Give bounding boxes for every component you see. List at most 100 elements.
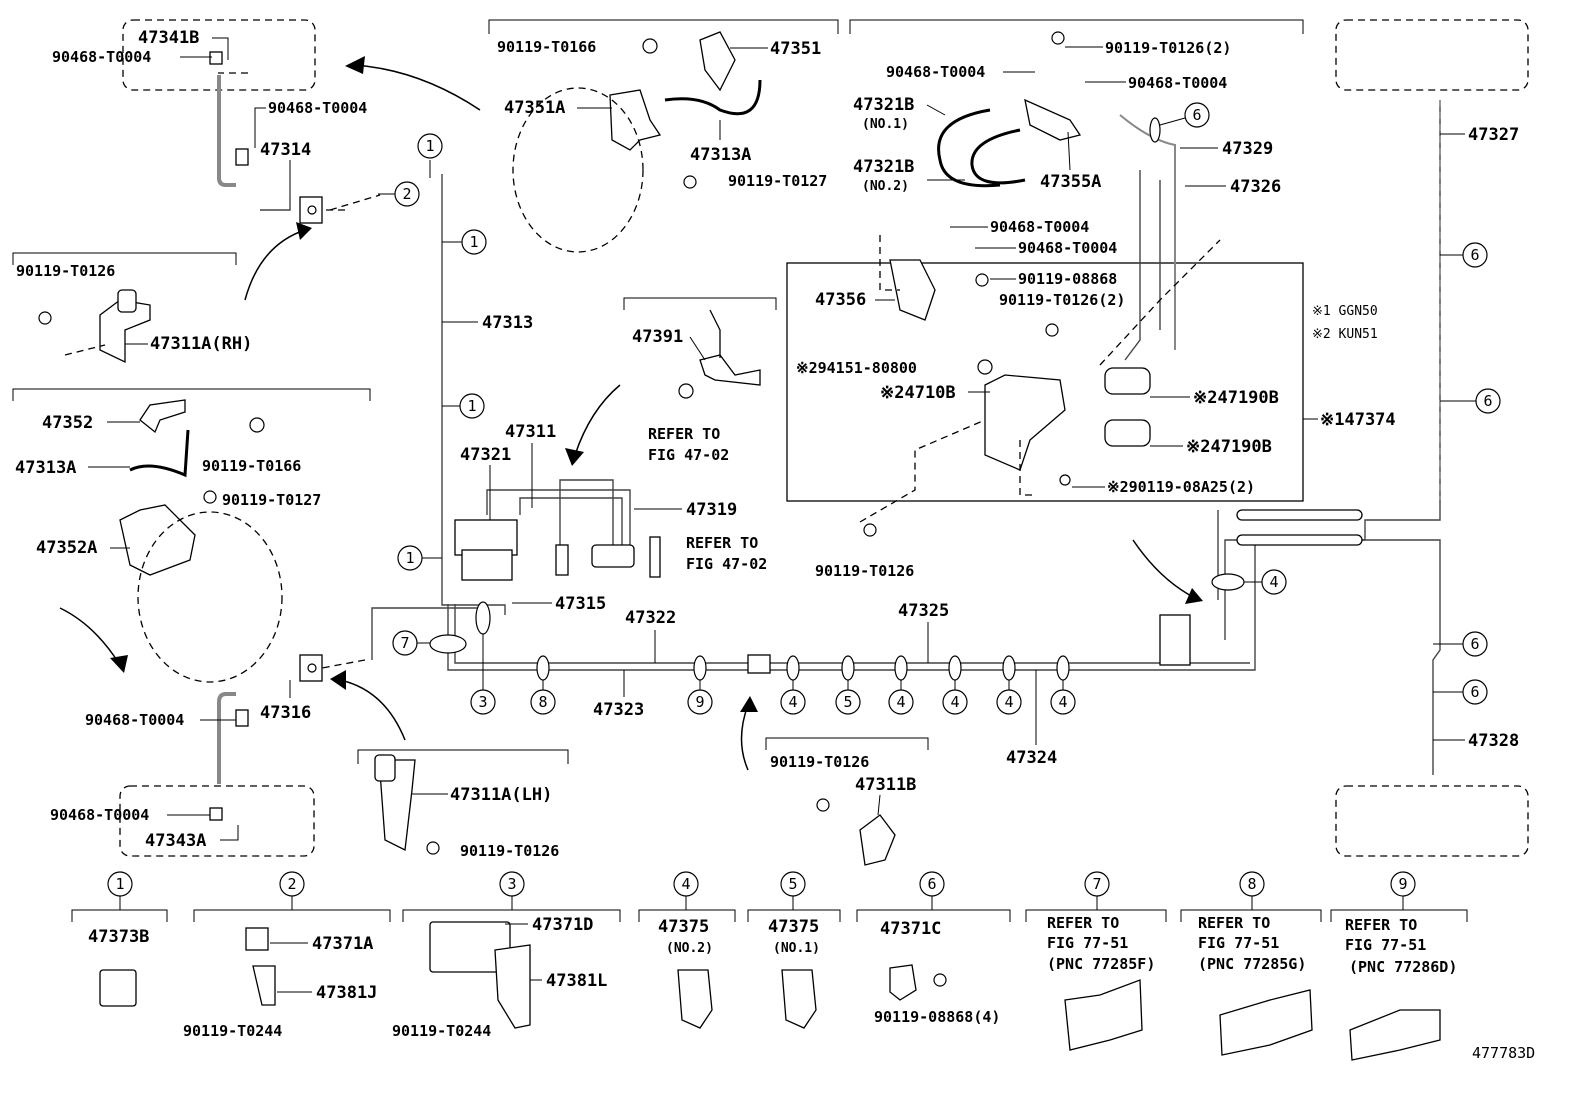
svg-text:REFER TO: REFER TO xyxy=(686,534,758,552)
bolts xyxy=(38,31,1071,855)
label-47313A: 47313A xyxy=(15,458,76,478)
svg-text:90119-08868(4): 90119-08868(4) xyxy=(874,1008,1000,1026)
svg-text:90119-T0126: 90119-T0126 xyxy=(460,842,559,860)
svg-text:9: 9 xyxy=(695,693,704,711)
legend-47375-no2: 47375 xyxy=(658,917,709,937)
label-47328: 47328 xyxy=(1468,731,1519,751)
svg-text:4: 4 xyxy=(1058,693,1067,711)
svg-text:90468-T0004: 90468-T0004 xyxy=(268,99,367,117)
label-47313: 47313 xyxy=(482,313,533,333)
label-47311A-RH: 47311A(RH) xyxy=(150,334,252,354)
svg-text:90119-T0126(2): 90119-T0126(2) xyxy=(999,291,1125,309)
label-47321: 47321 xyxy=(460,445,511,465)
diagram-id: 477783D xyxy=(1472,1044,1535,1062)
svg-text:1: 1 xyxy=(467,397,476,415)
svg-text:6: 6 xyxy=(927,875,936,893)
svg-text:FIG 77-51: FIG 77-51 xyxy=(1345,936,1426,954)
svg-text:3: 3 xyxy=(507,875,516,893)
label-47356: 47356 xyxy=(815,290,866,310)
svg-text:FIG 77-51: FIG 77-51 xyxy=(1047,934,1128,952)
legend-47381J: 47381J xyxy=(316,983,377,1003)
svg-text:90119-T0127: 90119-T0127 xyxy=(728,172,827,190)
svg-text:REFER TO: REFER TO xyxy=(1345,916,1417,934)
legend-47375-no1: 47375 xyxy=(768,917,819,937)
svg-text:REFER TO: REFER TO xyxy=(1198,914,1270,932)
svg-text:90119-T0126: 90119-T0126 xyxy=(16,262,115,280)
svg-text:1: 1 xyxy=(425,137,434,155)
label-47315: 47315 xyxy=(555,594,606,614)
svg-text:(NO.2): (NO.2) xyxy=(666,941,713,956)
label-47311: 47311 xyxy=(505,422,556,442)
label-47351: 47351 xyxy=(770,39,821,59)
svg-text:7: 7 xyxy=(1092,875,1101,893)
svg-text:(NO.1): (NO.1) xyxy=(862,117,909,132)
label-47321B-no1: 47321B xyxy=(853,95,914,115)
label-47341B: 47341B xyxy=(138,28,199,48)
svg-text:90119-T0126: 90119-T0126 xyxy=(770,753,869,771)
legend-47371A: 47371A xyxy=(312,934,373,954)
label-47352A: 47352A xyxy=(36,538,97,558)
svg-text:90119-T0126: 90119-T0126 xyxy=(815,562,914,580)
svg-text:90119-T0244: 90119-T0244 xyxy=(392,1022,491,1040)
label-47326: 47326 xyxy=(1230,177,1281,197)
svg-text:2: 2 xyxy=(287,875,296,893)
svg-text:※247190B: ※247190B xyxy=(1193,388,1279,408)
svg-text:90119-T0126(2): 90119-T0126(2) xyxy=(1105,39,1231,57)
svg-text:3: 3 xyxy=(478,693,487,711)
svg-text:4: 4 xyxy=(788,693,797,711)
svg-text:(PNC 77286D): (PNC 77286D) xyxy=(1349,958,1457,976)
svg-text:FIG 47-02: FIG 47-02 xyxy=(648,446,729,464)
svg-text:1: 1 xyxy=(469,233,478,251)
svg-text:1: 1 xyxy=(405,549,414,567)
label-47325: 47325 xyxy=(898,601,949,621)
svg-text:90468-T0004: 90468-T0004 xyxy=(1128,74,1227,92)
label-47343A: 47343A xyxy=(145,831,206,851)
svg-text:(PNC 77285G): (PNC 77285G) xyxy=(1198,955,1306,973)
label-47355A: 47355A xyxy=(1040,172,1101,192)
svg-text:6: 6 xyxy=(1470,683,1479,701)
svg-text:8: 8 xyxy=(538,693,547,711)
label-47311B: 47311B xyxy=(855,775,916,795)
legend-row: 1 47373B 2 47371A 47381J 90119-T0244 3 4… xyxy=(71,871,1535,1062)
svg-text:8: 8 xyxy=(1247,875,1256,893)
label-47319: 47319 xyxy=(686,500,737,520)
label-47374: ※147374 xyxy=(1320,410,1396,430)
svg-text:(NO.2): (NO.2) xyxy=(862,179,909,194)
label-47313A-top: 47313A xyxy=(690,145,751,165)
svg-text:※294151-80800: ※294151-80800 xyxy=(796,359,917,377)
svg-text:90119-T0166: 90119-T0166 xyxy=(497,38,596,56)
svg-text:90468-T0004: 90468-T0004 xyxy=(886,63,985,81)
svg-text:FIG 77-51: FIG 77-51 xyxy=(1198,934,1279,952)
svg-text:90468-T0004: 90468-T0004 xyxy=(50,806,149,824)
svg-text:6: 6 xyxy=(1483,392,1492,410)
svg-text:5: 5 xyxy=(788,875,797,893)
label-47316: 47316 xyxy=(260,703,311,723)
svg-text:9: 9 xyxy=(1398,875,1407,893)
svg-text:REFER TO: REFER TO xyxy=(648,425,720,443)
svg-text:※24710B: ※24710B xyxy=(880,383,956,403)
part-labels: 47341B 90468-T0004 90468-T0004 47314 901… xyxy=(15,28,1519,860)
svg-text:4: 4 xyxy=(950,693,959,711)
part-shapes xyxy=(99,31,1363,866)
diagram-callouts: 1 2 1 1 1 7 3 8 9 4 5 4 4 4 4 4 6 6 6 xyxy=(378,102,1501,715)
label-47351A: 47351A xyxy=(504,98,565,118)
svg-text:90468-T0004: 90468-T0004 xyxy=(85,711,184,729)
note-ggn50: ※1 GGN50 xyxy=(1312,304,1378,319)
legend-47373B: 47373B xyxy=(88,927,149,947)
svg-text:90468-T0004: 90468-T0004 xyxy=(1018,239,1117,257)
svg-text:4: 4 xyxy=(1269,573,1278,591)
label-47311A-LH: 47311A(LH) xyxy=(450,785,552,805)
label-47327: 47327 xyxy=(1468,125,1519,145)
svg-text:4: 4 xyxy=(681,875,690,893)
clamp-marks xyxy=(429,117,1245,681)
legend-47371C: 47371C xyxy=(880,919,941,939)
svg-text:6: 6 xyxy=(1192,106,1201,124)
svg-text:2: 2 xyxy=(402,185,411,203)
frames xyxy=(12,19,1529,857)
label-47329: 47329 xyxy=(1222,139,1273,159)
svg-text:(PNC 77285F): (PNC 77285F) xyxy=(1047,955,1155,973)
svg-text:REFER TO: REFER TO xyxy=(1047,914,1119,932)
svg-text:5: 5 xyxy=(843,693,852,711)
svg-text:6: 6 xyxy=(1470,246,1479,264)
svg-text:4: 4 xyxy=(1004,693,1013,711)
